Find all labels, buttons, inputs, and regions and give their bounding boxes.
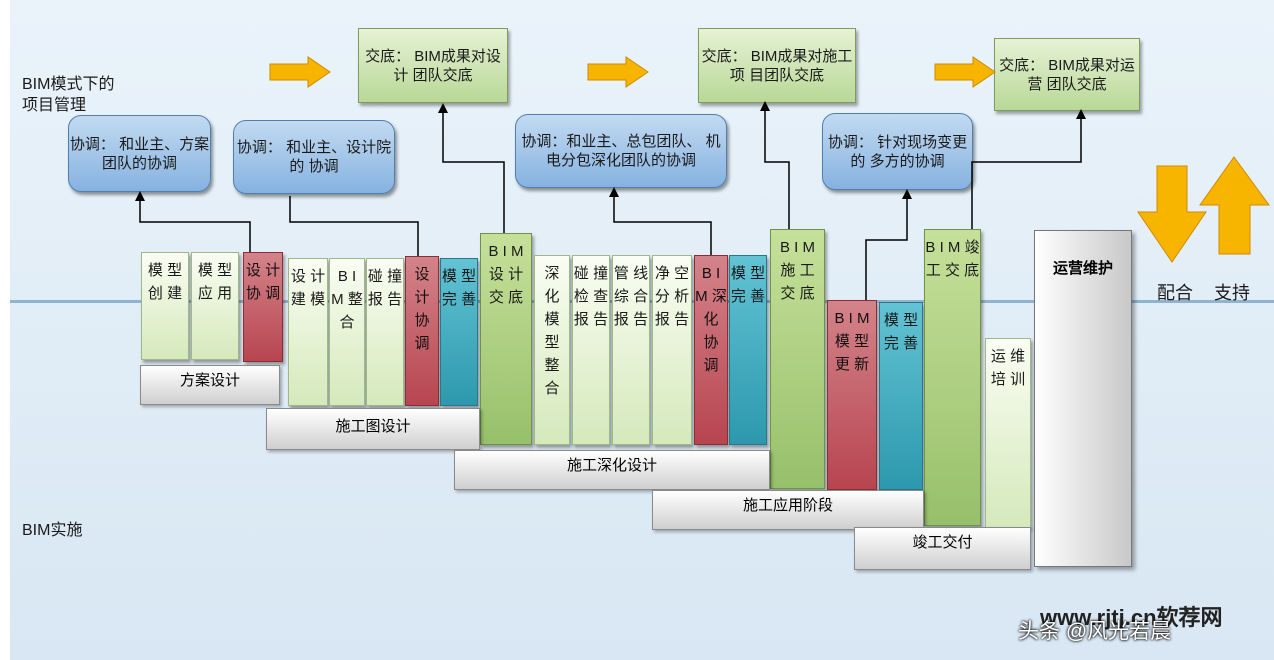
task-bim-integrate: B I M 整 合: [329, 258, 365, 406]
task-bim-deep-coord: B I M 深 化 协 调: [694, 255, 728, 445]
task-model-refine-1: 模 型 完 善: [440, 258, 478, 406]
coordination-design-box: 协调： 和业主、设计院的 协调: [233, 120, 395, 194]
watermark-author: 头条 @风光若晨: [1018, 620, 1172, 643]
support-arrow-up: [1199, 156, 1270, 255]
connector-line: [289, 196, 419, 256]
cooperate-label: 配合: [1157, 283, 1193, 303]
handover-operation-box: 交底： BIM成果对运营 团队交底: [994, 38, 1140, 111]
flow-arrow-right: [934, 56, 996, 88]
task-design-coord-1: 设 计 协 调: [243, 252, 283, 362]
handover-construction-box: 交底： BIM成果对施工项 目团队交底: [698, 28, 856, 103]
task-bim-completion-handover: B I M 竣 工 交 底: [924, 229, 981, 526]
operation-maintenance-box: 运营维护: [1034, 230, 1132, 567]
coordination-site-box: 协调： 针对现场变更的 多方的协调: [822, 113, 973, 190]
handover-design-box: 交底： BIM成果对设计 团队交底: [358, 28, 508, 103]
watermark-site: www.rjtj.cn软荐网: [1040, 605, 1223, 630]
task-bim-construction-handover: B I M 施 工 交 底: [770, 229, 825, 489]
support-label: 支持: [1214, 283, 1250, 303]
task-clash-check-report: 碰 撞 检 查 报 告: [572, 255, 610, 445]
coordination-deepening-box: 协调：和业主、总包团队、 机电分包深化团队的协调: [515, 114, 727, 188]
task-clash-report: 碰 撞 报 告: [366, 258, 404, 406]
connector-line: [438, 103, 505, 233]
task-design-coord-2: 设 计 协 调: [405, 256, 439, 406]
task-clearance-report: 净 空 分 析 报 告: [652, 255, 692, 445]
bottom-title: BIM实施: [22, 522, 83, 539]
flow-arrow-right: [587, 56, 649, 88]
phase-deepening-design: 施工深化设计: [454, 450, 770, 490]
task-ops-training: 运 维 培 训: [985, 338, 1031, 528]
cooperate-arrow-down: [1137, 165, 1207, 263]
connector-line: [865, 189, 912, 300]
connector-line: [760, 101, 790, 229]
phase-scheme-design: 方案设计: [140, 365, 280, 405]
phase-construction-application: 施工应用阶段: [652, 490, 924, 530]
coordination-scheme-box: 协调： 和业主、方案 团队的协调: [68, 115, 211, 192]
phase-completion-delivery: 竣工交付: [854, 527, 1031, 570]
connector-line: [135, 191, 251, 252]
task-model-refine-3: 模 型 完 善: [879, 302, 923, 490]
top-title: BIM模式下的 项目管理: [22, 76, 115, 114]
task-model-create: 模 型 创 建: [141, 252, 189, 360]
task-bim-model-update: B I M 模 型 更 新: [827, 300, 877, 490]
flow-arrow-right: [269, 56, 331, 88]
task-model-refine-2: 模 型 完 善: [729, 255, 767, 445]
connector-line: [971, 109, 1086, 229]
task-model-apply: 模 型 应 用: [191, 252, 239, 360]
task-bim-design-handover: B I M 设 计 交 底: [480, 233, 532, 445]
task-design-model: 设 计 建 模: [288, 258, 328, 406]
task-pipeline-report: 管 线 综 合 报 告: [612, 255, 650, 445]
task-deep-model-integrate: 深 化 模 型 整 合: [534, 255, 570, 445]
connector-line: [609, 187, 712, 255]
phase-construction-drawing: 施工图设计: [266, 408, 480, 450]
